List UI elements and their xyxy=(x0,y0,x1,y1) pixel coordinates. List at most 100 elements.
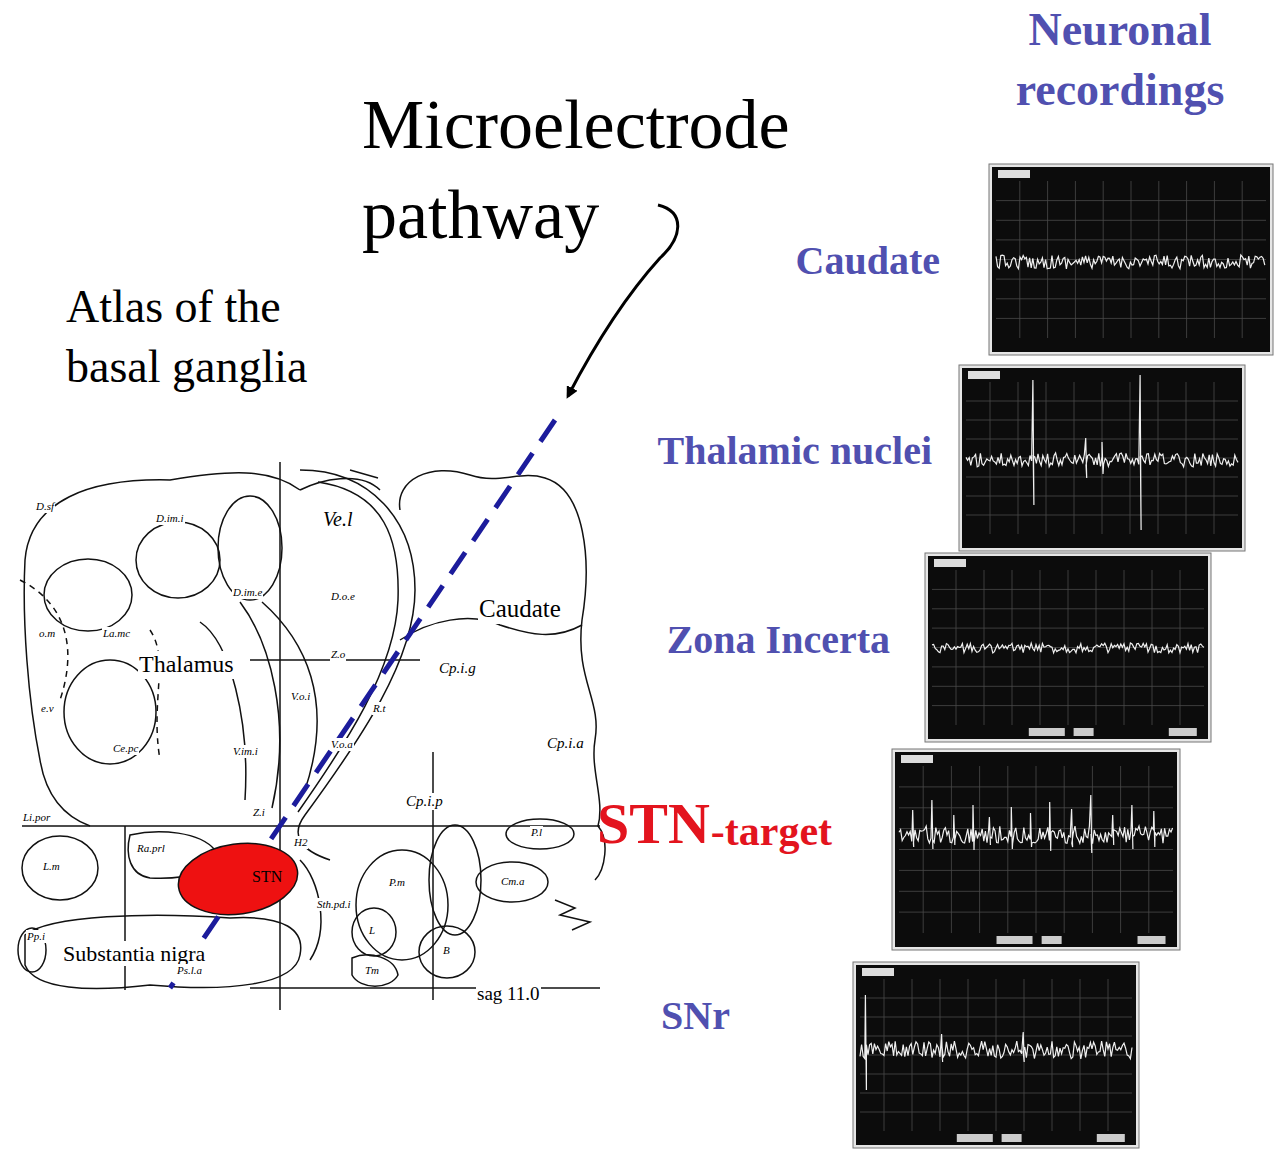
atlas-abbreviation: e.v xyxy=(40,702,55,715)
thalamus-outline xyxy=(25,473,300,560)
nucleus-outline xyxy=(476,862,548,902)
screen-bezel xyxy=(925,553,1211,742)
nucleus-outline xyxy=(352,908,396,956)
atlas-abbreviation: Li.por xyxy=(22,811,51,824)
atlas-outline xyxy=(18,462,605,1010)
heading-text: Zona Incerta xyxy=(590,617,890,663)
atlas-abbreviation: Cp.i.p xyxy=(405,793,444,810)
atlas-abbreviation: V.o.a xyxy=(330,738,354,751)
atlas-abbreviation: Sth.pd.i xyxy=(316,898,352,911)
screen-tag xyxy=(997,936,1033,944)
screen-tag xyxy=(998,170,1030,178)
atlas-abbreviation: V.im.i xyxy=(232,745,259,758)
region-label: Caudate xyxy=(478,595,562,624)
screen-bezel xyxy=(959,365,1245,551)
atlas-abbreviation: D.o.e xyxy=(330,590,356,603)
screen-face xyxy=(895,752,1177,947)
screen-tag xyxy=(1097,1134,1125,1142)
nucleus-outline xyxy=(419,926,475,978)
screen-tag xyxy=(1169,728,1197,736)
atlas-abbreviation: D.im.i xyxy=(155,512,185,525)
atlas-abbreviation: Cp.i.a xyxy=(546,735,585,752)
heading-text: Thalamic nuclei xyxy=(590,428,932,474)
nucleus-outline xyxy=(20,580,68,700)
atlas-abbreviation: Ce.pc xyxy=(112,742,139,755)
ventricle-outline xyxy=(350,470,378,478)
atlas-abbreviation: L xyxy=(368,924,376,937)
oscilloscope-panels xyxy=(853,164,1273,1148)
atlas-abbreviation: o.m xyxy=(38,627,56,640)
region-label: Ve.l xyxy=(322,508,353,531)
screen-grid xyxy=(860,979,1132,1131)
nucleus-outline xyxy=(429,825,481,935)
atlas-abbreviation: L.m xyxy=(42,860,61,873)
atlas-abbreviation: D.sf xyxy=(35,500,55,513)
atlas-abbreviation: B xyxy=(442,944,451,957)
atlas-abbreviation: P.l xyxy=(530,826,543,839)
oscilloscope-screen xyxy=(925,553,1211,742)
heading-text: Caudate xyxy=(700,238,940,284)
electrode-trajectory xyxy=(170,420,555,988)
atlas-abbreviation: Ps.l.a xyxy=(176,964,203,977)
substantia-nigra-outline xyxy=(25,915,301,988)
section-label: sag 11.0 xyxy=(476,983,541,1005)
nucleus-ellipse: STN xyxy=(176,842,300,916)
screen-grid xyxy=(899,766,1173,933)
screen-bezel xyxy=(892,749,1180,950)
nucleus-outline xyxy=(200,622,246,800)
nucleus-outline xyxy=(262,602,317,790)
ventricle-outline xyxy=(300,478,380,490)
screen-tag xyxy=(862,968,894,976)
screen-tag xyxy=(1029,728,1065,736)
atlas-abbreviation: H2 xyxy=(293,836,308,849)
target-label: STN xyxy=(597,795,710,853)
screen-tag xyxy=(901,755,933,763)
nucleus-outline xyxy=(555,900,590,930)
nucleus-outline xyxy=(218,496,282,600)
nucleus-outline xyxy=(18,928,46,972)
atlas-abbreviation: V.o.i xyxy=(290,690,311,703)
heading-text: Neuronal recordings xyxy=(985,0,1255,120)
oscilloscope-screen xyxy=(989,164,1273,355)
node-text: STN xyxy=(252,868,282,886)
atlas-abbreviation: Pp.i xyxy=(26,930,46,943)
nucleus-outline xyxy=(150,630,160,760)
atlas-abbreviation: Cm.a xyxy=(500,875,526,888)
screen-tag xyxy=(1138,936,1166,944)
capsule-outline xyxy=(298,470,415,860)
nucleus-outline xyxy=(356,850,448,960)
neural-trace xyxy=(966,375,1238,530)
region-label: Thalamus xyxy=(138,651,235,679)
atlas-abbreviation: Z.o xyxy=(330,648,346,661)
screen-bezel xyxy=(989,164,1273,355)
screen-face xyxy=(962,368,1242,548)
atlas-abbreviation: R.t xyxy=(372,702,387,715)
oscilloscope-screen xyxy=(853,962,1139,1148)
atlas-abbreviation: La.mc xyxy=(102,627,131,640)
atlas-abbreviation: Cp.i.g xyxy=(438,660,477,677)
nucleus-outline xyxy=(22,836,98,900)
target-label: -target xyxy=(711,810,832,852)
neural-trace xyxy=(860,995,1132,1090)
screen-tag xyxy=(1002,1134,1022,1142)
oscilloscope-screen xyxy=(892,749,1180,950)
neural-trace xyxy=(932,643,1204,653)
atlas-abbreviation: Z.i xyxy=(252,806,266,819)
screen-face xyxy=(992,167,1270,352)
atlas-abbreviation: D.im.e xyxy=(232,586,263,599)
screen-face xyxy=(928,556,1208,739)
grid-line xyxy=(432,752,434,1000)
ellipse-fill xyxy=(176,842,300,916)
screen-bezel xyxy=(853,962,1139,1148)
atlas-abbreviation: P.m xyxy=(388,876,406,889)
nucleus-outline xyxy=(136,522,220,598)
screen-grid xyxy=(996,181,1266,338)
screen-tag xyxy=(968,371,1000,379)
heading-text: Atlas of the basal ganglia xyxy=(66,277,346,397)
heading-text: Microelectrode pathway xyxy=(362,80,832,260)
neural-trace xyxy=(996,255,1265,269)
atlas-abbreviation: Tm xyxy=(364,964,380,977)
region-label: Substantia nigra xyxy=(62,941,206,966)
